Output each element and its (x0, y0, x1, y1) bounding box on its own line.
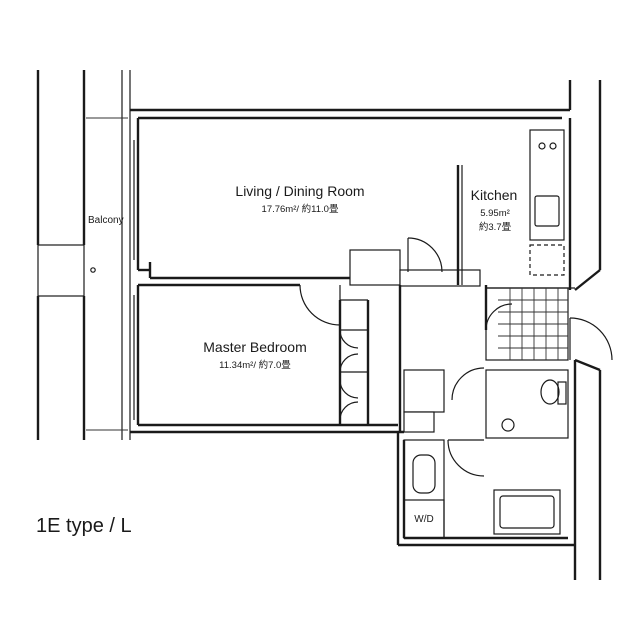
room-labels: Balcony Living / Dining Room 17.76m²/ 約1… (36, 183, 517, 537)
type-label: 1E type / L (36, 515, 132, 537)
service-core (398, 285, 613, 539)
kitchen-area-m2: 5.95m² (480, 208, 510, 219)
master-bedroom-area (299, 284, 370, 425)
master-bedroom-name: Master Bedroom (203, 339, 306, 355)
balcony (36, 70, 131, 440)
kitchen-area-jo: 約3.7畳 (479, 221, 512, 233)
master-bedroom-area: 11.34m²/ 約7.0畳 (219, 359, 291, 371)
living-room-name: Living / Dining Room (235, 183, 364, 199)
living-dining-area (138, 129, 565, 287)
kitchen-name: Kitchen (471, 187, 518, 203)
laundry-label: W/D (414, 514, 433, 525)
balcony-label: Balcony (88, 215, 124, 226)
living-room-area: 17.76m²/ 約11.0畳 (262, 203, 339, 215)
outer-walls (130, 80, 602, 580)
